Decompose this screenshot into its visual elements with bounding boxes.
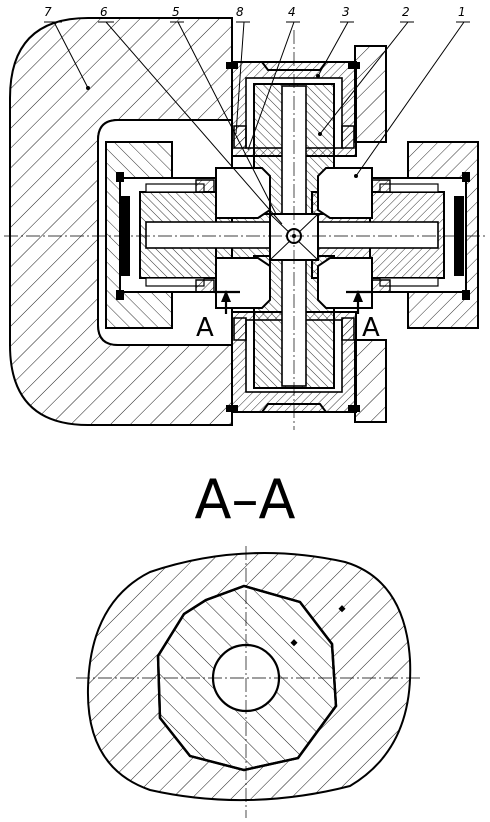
section-letter-right: A xyxy=(362,313,380,343)
left-trunnion-bore xyxy=(145,221,271,249)
spider-block-upper-right xyxy=(317,167,373,219)
seal-left-upper xyxy=(195,179,215,193)
right-seal-top xyxy=(462,172,470,182)
seal-right-lower xyxy=(371,279,391,293)
callout-4: 4 xyxy=(288,5,296,19)
right-trunnion-bore xyxy=(311,221,439,249)
marker-dot-inner xyxy=(290,639,298,647)
callouts: 7 6 5 8 4 3 2 1 xyxy=(44,5,470,225)
spider-block-upper-left xyxy=(215,167,271,219)
top-right-seal xyxy=(348,62,360,69)
main-section-view: A A 7 6 5 8 4 xyxy=(4,5,486,430)
section-mark-right: A xyxy=(346,290,380,343)
left-seal-top xyxy=(116,172,124,182)
left-seal-bottom xyxy=(116,290,124,300)
section-title: A–A xyxy=(195,468,296,531)
callout-7: 7 xyxy=(44,5,52,19)
section-mark-left: A xyxy=(196,290,240,343)
right-seal-bottom xyxy=(462,290,470,300)
seal-left-lower xyxy=(195,279,215,293)
right-end-cap xyxy=(454,196,464,276)
section-letter-left: A xyxy=(196,313,214,343)
callout-5: 5 xyxy=(172,5,180,19)
top-left-seal xyxy=(226,62,238,69)
spider-block-lower-left xyxy=(215,257,271,309)
seal-ring-upper-right xyxy=(341,125,355,149)
seal-ring-lower-left xyxy=(233,317,247,341)
spider-block-lower-right xyxy=(317,257,373,309)
callout-1: 1 xyxy=(458,5,466,19)
bottom-left-seal xyxy=(226,405,238,412)
bottom-right-seal xyxy=(348,405,360,412)
callout-8: 8 xyxy=(236,5,244,19)
callout-2: 2 xyxy=(402,5,410,19)
section-a-a-view xyxy=(76,546,420,818)
seal-ring-lower-right xyxy=(341,317,355,341)
callout-6: 6 xyxy=(100,5,108,19)
marker-dot-outer xyxy=(338,605,346,613)
seal-right-upper xyxy=(371,179,391,193)
seal-ring-upper-left xyxy=(233,125,247,149)
callout-3: 3 xyxy=(342,5,350,19)
housing-bottom-right xyxy=(354,339,387,423)
housing-top-right xyxy=(354,45,387,143)
